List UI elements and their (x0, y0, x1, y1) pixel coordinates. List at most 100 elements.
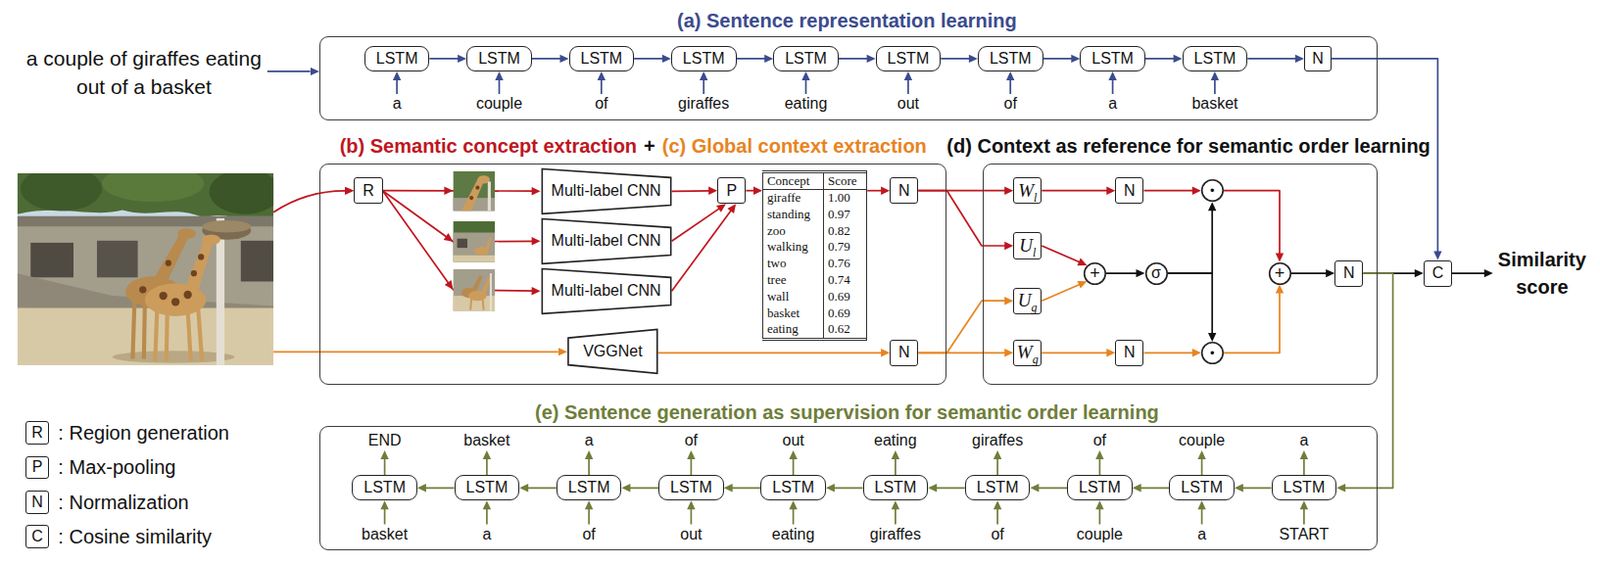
lstm-cell: LSTM (569, 46, 635, 72)
op-circle: + (1268, 262, 1292, 286)
word-token: couple (476, 95, 523, 113)
lstm-label: LSTM (874, 479, 918, 496)
text-wrap: N (1123, 182, 1136, 200)
table-cell: zoo (763, 222, 824, 240)
arrow-head (788, 500, 797, 510)
token-arrow (392, 71, 401, 95)
op-box: N (1115, 177, 1144, 204)
lstm-cell: LSTM (1168, 475, 1235, 501)
lstm-label: LSTM (1078, 479, 1121, 496)
connector-line (1247, 57, 1300, 60)
text-wrap: LSTM (1180, 479, 1223, 497)
word-token: out (897, 95, 920, 113)
connector (1247, 54, 1305, 63)
word-token: giraffes (971, 432, 1023, 450)
giraffe-photo (191, 270, 197, 277)
legend-text: : Cosine similarity (57, 525, 212, 549)
word-token: eating (784, 95, 828, 113)
word-token: START (1278, 526, 1329, 544)
region-thumbnail (470, 298, 472, 310)
text-wrap: + (1089, 264, 1101, 283)
arrow-head (1433, 251, 1442, 261)
giraffe-photo (166, 311, 168, 362)
giraffe-photo (158, 291, 167, 300)
token-arrow (1211, 71, 1219, 95)
panel-title: (e) Sentence generation as supervision f… (534, 401, 1160, 424)
word-token: of (581, 526, 595, 544)
arrow-head (1300, 450, 1309, 460)
outline (1201, 342, 1223, 365)
arrow-head (1300, 500, 1309, 510)
text-wrap: + (1274, 264, 1286, 283)
text-wrap: N (1343, 264, 1356, 283)
giraffe-photo (139, 286, 146, 293)
connector-line (524, 486, 557, 489)
lstm-cell: LSTM (1079, 46, 1146, 72)
word-token: a (584, 432, 594, 450)
lstm-cell: LSTM (1066, 475, 1133, 501)
lstm-cell: LSTM (466, 46, 533, 72)
weight-box: Wg (1013, 339, 1042, 367)
token-arrow (1300, 450, 1309, 476)
table-cell: standing (763, 206, 824, 224)
token-arrow (380, 500, 388, 525)
connector (745, 187, 763, 195)
panel-title: + (643, 135, 656, 157)
connector (519, 484, 557, 492)
token-arrow (993, 450, 1002, 476)
connector (918, 348, 1014, 357)
connector (918, 296, 1014, 353)
text-wrap: • (1210, 346, 1215, 360)
weight-box: Ug (1013, 288, 1042, 315)
arrow-head (801, 71, 810, 81)
token-arrow (584, 450, 593, 476)
connector (940, 54, 978, 63)
connector (918, 191, 1014, 251)
token-arrow (1300, 500, 1309, 525)
box-label: P (726, 182, 737, 199)
arrow-head (1208, 201, 1216, 211)
connector (825, 484, 864, 492)
subscript: g (1032, 352, 1039, 367)
table-cell: 0.82 (823, 222, 867, 240)
text-wrap: N (898, 182, 911, 200)
connector (672, 203, 727, 242)
table-cell: 0.79 (823, 239, 867, 256)
box-label: Multi-label CNN (551, 282, 662, 299)
lstm-cell: LSTM (1182, 46, 1249, 72)
text-wrap: σ (1151, 265, 1162, 282)
arrow-head (1234, 484, 1244, 492)
word-token: basket (1191, 95, 1238, 113)
region-thumbnail (481, 277, 491, 297)
op-box: N (1334, 260, 1363, 288)
token-arrow (597, 71, 606, 95)
word-token: eating (772, 526, 816, 544)
word-token: giraffes (870, 526, 922, 544)
panel-heading: (e) Sentence generation as supervision f… (532, 401, 1163, 425)
word-token: a (1299, 432, 1309, 450)
lstm-label: LSTM (682, 49, 726, 67)
word-token: couple (1178, 432, 1225, 450)
lstm-label: LSTM (1283, 479, 1326, 496)
image-arrow (273, 350, 559, 353)
arrow-head (584, 500, 593, 510)
box-label: R (31, 424, 44, 441)
table-cell: two (763, 255, 824, 273)
arrow-head (1192, 187, 1202, 195)
arrow-head (969, 54, 978, 63)
token-arrow (1197, 500, 1206, 525)
text-wrap: Multi-label CNN (551, 182, 662, 200)
arrow-head (1414, 269, 1424, 278)
region-thumbnail (484, 237, 492, 253)
op-circle: • (1201, 341, 1224, 365)
arrow-head (1004, 187, 1014, 195)
text-wrap: • (1210, 184, 1215, 197)
connector-line (672, 190, 714, 193)
connector-line (1034, 486, 1067, 489)
arrow-head (532, 287, 541, 295)
region-thumbnail (461, 179, 485, 211)
token-arrow (1095, 450, 1104, 476)
op-box: C (25, 525, 49, 549)
lstm-cell: LSTM (454, 475, 521, 501)
token-arrow (1006, 71, 1015, 95)
